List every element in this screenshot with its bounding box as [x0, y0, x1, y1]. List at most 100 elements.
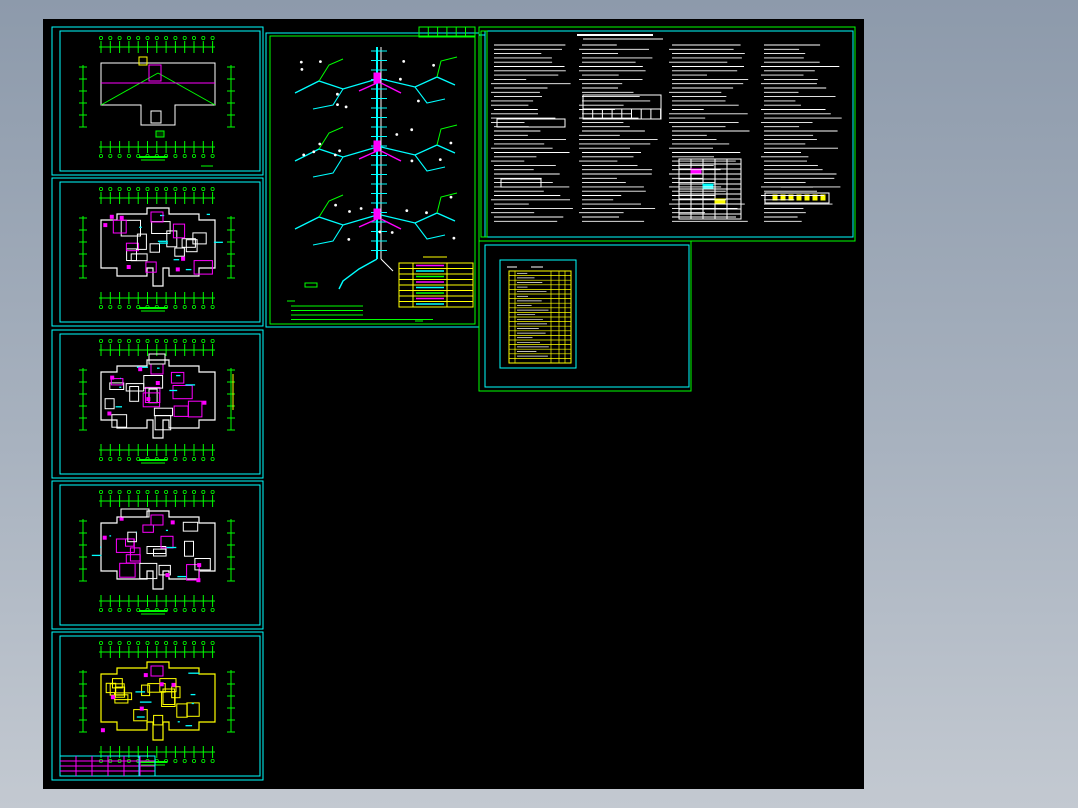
- sheet-inner-frame: [59, 484, 261, 626]
- riser-valve: [373, 208, 381, 220]
- axis-bubble: [117, 35, 122, 40]
- notes-inline-table: [582, 94, 662, 110]
- branch-pipe-right-up: [436, 192, 458, 214]
- room-wall: [130, 253, 148, 262]
- axis-bubble: [191, 35, 196, 40]
- room-wall: [193, 260, 213, 275]
- axis-bubble: [154, 186, 159, 191]
- axis-bubble: [145, 186, 150, 191]
- room-wall: [173, 405, 189, 417]
- axis-bubble: [164, 641, 169, 646]
- sheet-inner-frame: [484, 30, 854, 238]
- axis-bubble: [99, 35, 104, 40]
- plumbing-fixture: [126, 265, 131, 269]
- branch-pipe-left-up: [318, 126, 344, 150]
- room-wall: [182, 521, 199, 532]
- valve-symbol: [410, 159, 414, 163]
- inlet-label-mark: [304, 282, 318, 288]
- axis-bubble: [145, 641, 150, 646]
- axis-bubble: [173, 456, 178, 461]
- plumbing-fixture: [102, 535, 107, 540]
- branch-pipe-left-sub: [312, 224, 344, 246]
- valve-symbol: [402, 60, 406, 63]
- axis-bubble: [145, 489, 150, 494]
- room-wall: [120, 219, 141, 237]
- notes-column-3: [669, 44, 750, 222]
- axis-bubble: [182, 641, 187, 646]
- axis-bubble: [210, 186, 215, 191]
- drain-outlet: [380, 258, 394, 272]
- room-wall: [114, 692, 133, 701]
- axis-bubble: [136, 489, 141, 494]
- axis-bubble: [173, 641, 178, 646]
- axis-bubble: [136, 35, 141, 40]
- axis-bubble: [136, 641, 141, 646]
- axis-bubble: [136, 186, 141, 191]
- axis-bubble: [99, 153, 104, 158]
- room-wall: [186, 702, 200, 717]
- axis-bubble: [99, 489, 104, 494]
- legend-table: [398, 256, 474, 308]
- room-wall: [114, 686, 126, 698]
- valve-symbol: [390, 231, 394, 234]
- axis-bubble: [210, 153, 215, 158]
- notes-column-4: [761, 44, 842, 222]
- cad-model-space[interactable]: [43, 19, 864, 789]
- axis-bubble: [108, 456, 113, 461]
- room-wall: [172, 385, 193, 400]
- plumbing-fixture: [138, 367, 143, 372]
- room-wall: [181, 238, 196, 248]
- room-wall: [139, 562, 158, 580]
- valve-symbol: [300, 68, 304, 71]
- plumbing-fixture: [171, 682, 176, 687]
- roof-slope-line: [157, 72, 216, 106]
- axis-bubble: [108, 153, 113, 158]
- axis-bubble: [117, 153, 122, 158]
- sheet-outer-frame: [51, 631, 264, 781]
- branch-pipe-left-up: [318, 194, 344, 218]
- hot-water-branch: [380, 218, 402, 230]
- sheet-inner-frame: [59, 333, 261, 475]
- axis-bubble: [210, 304, 215, 309]
- canopy: [150, 110, 162, 124]
- sheet-inner-frame: [59, 635, 261, 777]
- table-page-frame: [499, 259, 577, 369]
- axis-bubble: [173, 35, 178, 40]
- axis-bubble: [201, 338, 206, 343]
- axis-bubble: [182, 456, 187, 461]
- valve-symbol: [378, 230, 382, 234]
- room-wall: [125, 242, 139, 252]
- valve-symbol: [438, 158, 442, 162]
- core-stair: [150, 211, 164, 223]
- valve-symbol: [432, 63, 435, 67]
- sheet-inner-frame: [59, 30, 261, 172]
- axis-bubble: [126, 304, 131, 309]
- axis-bubble: [117, 641, 122, 646]
- hot-water-branch: [380, 150, 402, 162]
- room-wall: [114, 694, 129, 704]
- axis-bubble: [210, 338, 215, 343]
- axis-bubble: [182, 186, 187, 191]
- axis-bubble: [99, 304, 104, 309]
- plumbing-fixture: [170, 520, 175, 525]
- room-wall: [119, 562, 136, 578]
- plumbing-fixture: [110, 375, 115, 380]
- cad-drawing-canvas[interactable]: [43, 19, 864, 789]
- axis-bubble: [145, 338, 150, 343]
- plumbing-fixture: [175, 267, 180, 272]
- plumbing-fixture: [197, 563, 202, 568]
- riser-valve: [373, 72, 381, 84]
- room-wall: [187, 400, 203, 418]
- sheet-inner-frame: [269, 35, 476, 325]
- room-wall: [109, 382, 125, 390]
- symbol-swatch: [820, 194, 826, 201]
- axis-bubble: [108, 186, 113, 191]
- plumbing-fixture: [181, 256, 186, 261]
- valve-symbol: [425, 211, 428, 215]
- room-wall: [154, 415, 172, 431]
- room-wall: [184, 540, 194, 557]
- plumbing-fixture: [143, 673, 148, 678]
- notes-inline-table: [496, 118, 566, 128]
- axis-bubble: [182, 153, 187, 158]
- room-wall: [125, 538, 135, 547]
